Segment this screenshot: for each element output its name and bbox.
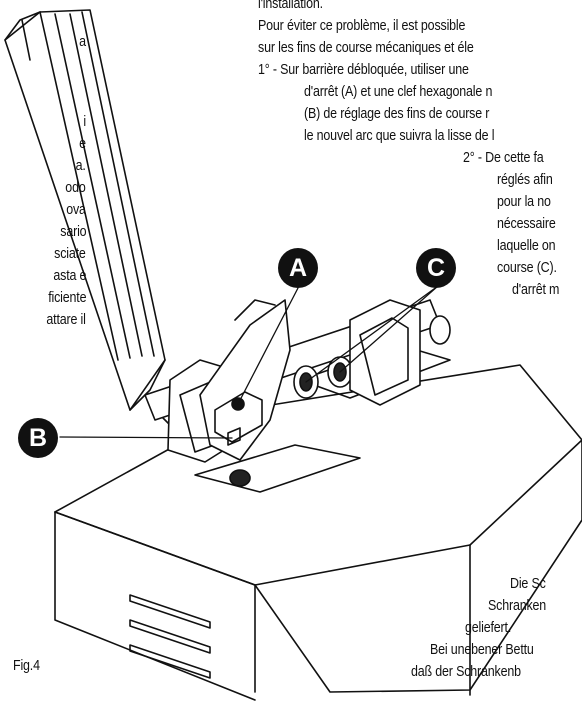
fr-line-2: Pour éviter ce problème, il est possible: [258, 18, 466, 34]
fr-line-4: 1° - Sur barrière débloquée, utiliser un…: [258, 62, 469, 78]
callout-b: B: [18, 418, 58, 458]
fr-line-5: d'arrêt (A) et une clef hexagonale n: [304, 84, 493, 100]
it-line-2: i: [83, 114, 86, 130]
it-line-6: ova: [66, 202, 86, 218]
it-line-9: asta è: [53, 268, 86, 284]
fr-line-14: d'arrêt m: [512, 282, 560, 298]
it-line-4: a.: [75, 158, 86, 174]
fr-line-9: réglés afin: [497, 172, 553, 188]
figure-label: Fig.4: [13, 658, 40, 674]
de-line-2: Schranken: [488, 598, 547, 614]
de-line-3: geliefert.: [465, 620, 512, 636]
it-line-11: attare il: [46, 312, 87, 328]
callout-c: C: [416, 248, 456, 288]
de-line-1: Die Sc: [510, 576, 546, 592]
fr-line-1: l'installation.: [258, 0, 323, 12]
fr-line-3: sur les fins de course mécaniques et éle: [258, 40, 474, 56]
it-line-5: odo: [65, 180, 86, 196]
it-line-10: ficiente: [47, 290, 86, 306]
de-line-5: daß der Schrankenb: [411, 664, 521, 680]
fr-line-10: pour la no: [497, 194, 551, 210]
de-line-4: Bei unebener Bettu: [430, 642, 534, 658]
it-line-7: sario: [59, 224, 86, 240]
fr-line-6: (B) de réglage des fins de course r: [304, 106, 490, 122]
fr-line-7: le nouvel arc que suivra la lisse de l: [304, 128, 495, 144]
fr-line-11: nécessaire: [497, 216, 556, 232]
fr-line-8: 2° - De cette fa: [463, 150, 544, 166]
callout-a: A: [278, 248, 318, 288]
callout-leaders: [59, 285, 439, 439]
boom-arm: [4, 9, 176, 426]
it-line-1: a: [79, 34, 86, 50]
fr-line-13: course (C).: [497, 260, 557, 276]
it-line-3: e: [79, 136, 86, 152]
fr-line-12: laquelle on: [497, 238, 556, 254]
it-line-8: sciate: [54, 246, 86, 262]
